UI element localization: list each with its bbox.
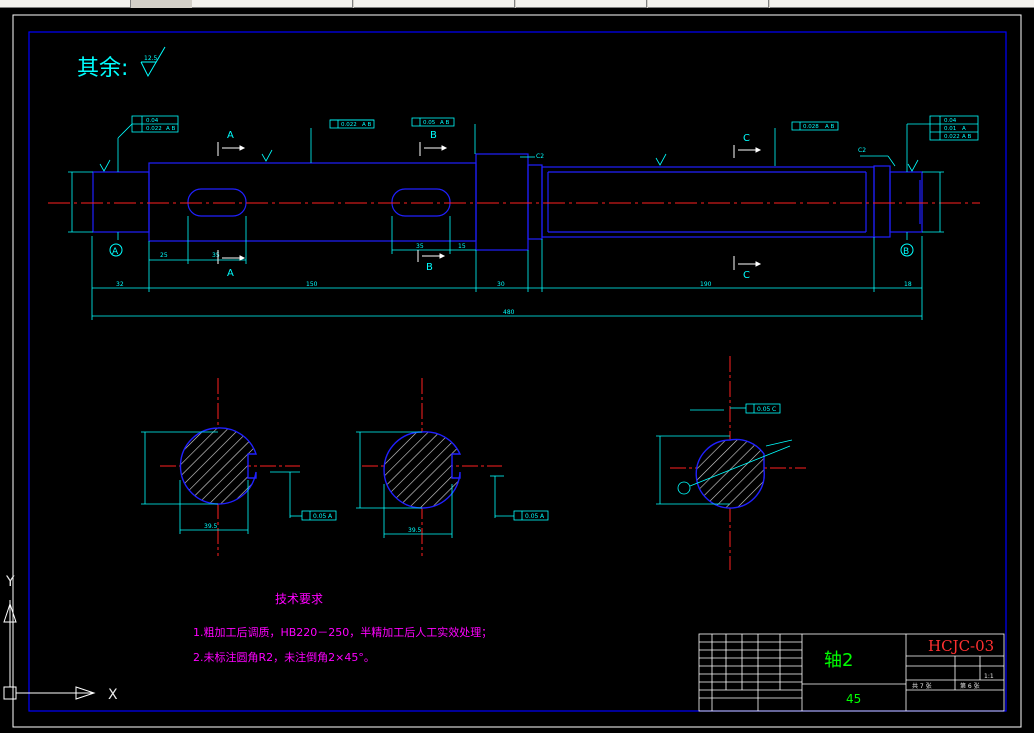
tolerance-frames — [117, 115, 979, 141]
toolbar-segment-4[interactable] — [516, 0, 647, 8]
tol-right-ab: A B — [962, 134, 972, 140]
notes-line-2: 2.未标注圆角R2，未注倒角2×45°。 — [193, 650, 375, 664]
tol-left-1: 0.04 — [146, 118, 159, 124]
dim-25: 25 — [160, 252, 168, 259]
tol-c-ab: A B — [825, 124, 835, 130]
toolbar-segment-6[interactable] — [770, 0, 1034, 8]
s1-tol: 0.05 — [313, 513, 327, 520]
notes-line-1: 1.粗加工后调质，HB220－250，半精加工后人工实效处理； — [193, 625, 492, 639]
chamfer-left: C2 — [536, 153, 544, 160]
tol-mid: 0.022 — [341, 122, 357, 128]
sheet-number: 第 6 张 — [960, 682, 980, 690]
s2-width: 39.5 — [408, 527, 422, 534]
material: 45 — [846, 692, 861, 706]
s3-tol: 0.05 — [757, 406, 771, 413]
dim-190: 190 — [700, 281, 712, 288]
section-view-a: 39.5 0.05 A — [141, 378, 337, 556]
tol-mid-ab: A B — [362, 122, 372, 128]
ucs-icon — [3, 600, 96, 700]
tol-c: 0.028 — [803, 124, 819, 130]
paper-frame — [12, 14, 1022, 728]
dim-150: 150 — [306, 281, 318, 288]
datum-b-label: B — [903, 247, 909, 257]
roughness-value: 12.5 — [144, 55, 158, 62]
roughness-note: 其余: — [77, 56, 128, 81]
tol-right-a: A — [962, 126, 966, 132]
section-view-c: 0.05 C — [656, 356, 806, 570]
tol-right-2: 0.01 — [944, 126, 956, 132]
section-b-bottom: B — [426, 262, 433, 273]
notes-heading: 技术要求 — [275, 592, 323, 606]
roughness-symbol — [140, 46, 166, 78]
tol-left-ab: A B — [166, 126, 176, 132]
tol-b: 0.05 — [423, 120, 436, 126]
scale: 1:1 — [984, 673, 994, 680]
toolbar-segment-5[interactable] — [648, 0, 769, 8]
top-toolbar-strip — [0, 0, 1034, 8]
section-view-b: 39.5 0.05 A — [356, 378, 549, 556]
section-arrows — [217, 142, 762, 270]
chamfer-right: C2 — [858, 147, 866, 154]
dim-480: 480 — [503, 309, 515, 316]
section-b-top: B — [430, 130, 437, 141]
drawing-number: HCJC-03 — [928, 637, 994, 655]
drawing-canvas[interactable]: 其余: 12.5 — [0, 8, 1034, 733]
sheets-total: 共 7 张 — [912, 682, 932, 690]
s1-datum: A — [328, 513, 333, 520]
s2-tol: 0.05 — [525, 513, 539, 520]
title-block — [698, 633, 1005, 712]
shaft-main-view — [92, 153, 923, 251]
dim-35b: 35 — [416, 243, 424, 250]
dim-18: 18 — [904, 281, 912, 288]
datum-a-label: A — [112, 247, 119, 257]
toolbar-segment-1[interactable] — [0, 0, 131, 8]
section-c-top: C — [743, 133, 750, 144]
dim-35a: 35 — [212, 252, 220, 259]
s1-width: 39.5 — [204, 523, 218, 530]
dim-30: 30 — [497, 281, 505, 288]
section-a-top: A — [227, 130, 234, 141]
datum-a-circle — [109, 243, 123, 257]
tol-right-3: 0.022 — [944, 134, 960, 140]
drawing-border — [28, 31, 1007, 712]
datum-b-circle — [900, 243, 914, 257]
main-dimensions — [68, 124, 944, 320]
section-c-bottom: C — [743, 270, 750, 281]
toolbar-segment-2[interactable] — [192, 0, 353, 8]
ucs-x-label: X — [108, 687, 118, 703]
dim-15: 15 — [458, 243, 466, 250]
part-name: 轴2 — [824, 650, 853, 671]
tol-left-2: 0.022 — [146, 126, 162, 132]
surface-finish-marks — [99, 149, 919, 172]
tol-right-1: 0.04 — [944, 118, 957, 124]
s2-datum: A — [540, 513, 545, 520]
dim-32: 32 — [116, 281, 124, 288]
section-a-bottom: A — [227, 268, 234, 279]
toolbar-segment-3[interactable] — [354, 0, 515, 8]
tol-b-ab: A B — [440, 120, 450, 126]
s3-datum: C — [772, 406, 776, 413]
ucs-y-label: Y — [5, 574, 15, 590]
